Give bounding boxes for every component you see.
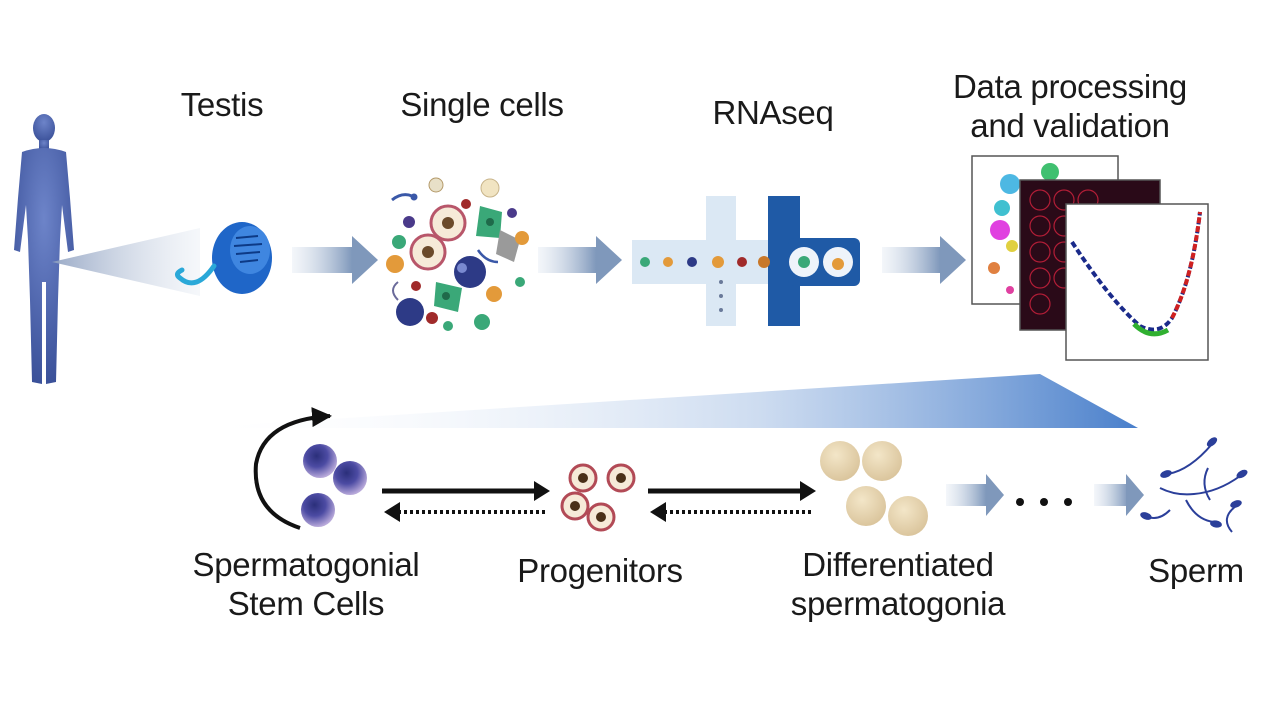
- flow-arrow-3: [882, 236, 966, 284]
- ssc-cells: [301, 444, 367, 527]
- flow-arrow-1: [292, 236, 378, 284]
- label-single-cells: Single cells: [400, 86, 564, 123]
- flow-arrow-4: [946, 474, 1004, 516]
- magnification-beam: [52, 228, 200, 296]
- cell-cluster-icon: [386, 177, 529, 331]
- ssc-progenitor-arrows: [382, 481, 550, 522]
- label-differentiated: Differentiated spermatogonia: [776, 546, 1020, 624]
- label-data-processing-line2: and validation: [970, 106, 1170, 144]
- label-progenitors: Progenitors: [517, 552, 683, 589]
- label-differentiated-line2: spermatogonia: [790, 584, 1006, 622]
- microfluidic-chip-icon: [632, 196, 860, 326]
- zoom-beam: [190, 374, 1138, 428]
- testis-icon: [174, 222, 272, 294]
- label-sperm: Sperm: [1148, 552, 1244, 589]
- data-panels-icon: [971, 155, 1209, 361]
- differentiated-cells: [820, 441, 928, 536]
- label-data-processing-line1: Data processing: [953, 68, 1187, 105]
- label-data-processing: Data processing and validation: [938, 68, 1202, 146]
- sperm-heads: [1140, 437, 1248, 528]
- label-rnaseq: RNAseq: [712, 94, 834, 131]
- sperm-icon: [1145, 443, 1241, 533]
- label-testis: Testis: [180, 86, 264, 123]
- label-ssc-line2: Stem Cells: [227, 584, 385, 622]
- progenitor-cells: [560, 463, 636, 532]
- label-ssc: Spermatogonial Stem Cells: [176, 546, 436, 624]
- label-ssc-line1: Spermatogonial: [192, 546, 420, 583]
- progenitor-diff-arrows: [648, 481, 816, 522]
- self-renewal-arrow-icon: [253, 407, 332, 530]
- human-figure-icon: [14, 114, 74, 384]
- flow-arrow-2: [538, 236, 622, 284]
- label-differentiated-line1: Differentiated: [802, 546, 994, 583]
- ellipsis-dots: [1016, 498, 1072, 506]
- flow-arrow-5: [1094, 474, 1144, 516]
